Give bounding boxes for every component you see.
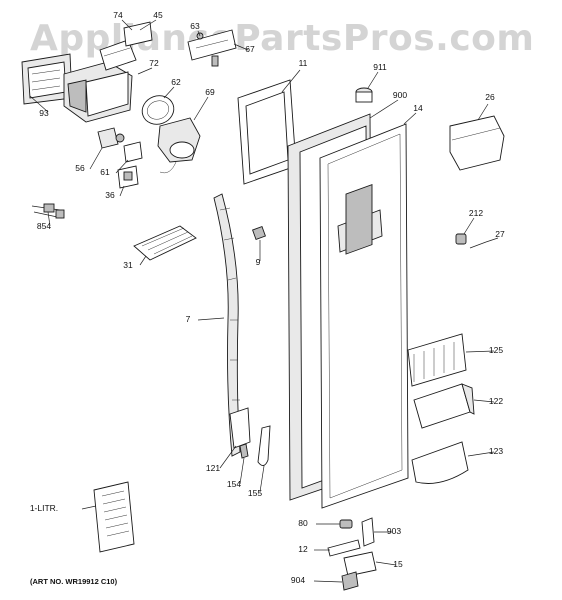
callout-label-123: 123 xyxy=(489,446,503,456)
callout-label-63: 63 xyxy=(190,21,200,31)
callout-label-900: 900 xyxy=(393,90,407,100)
callout-label-62: 62 xyxy=(171,77,181,87)
callout-labels: 74 45 63 67 72 62 69 93 56 61 36 854 31 11 911 900 14 26 2… xyxy=(30,10,505,585)
door-gasket-part xyxy=(319,123,409,509)
callout-label-45: 45 xyxy=(153,10,163,20)
solenoid-part xyxy=(157,117,201,174)
callout-label-854: 854 xyxy=(37,221,51,231)
callout-label-11: 11 xyxy=(299,58,308,68)
door-handle-part xyxy=(213,193,241,457)
callout-label-1-litr: 1-LITR. xyxy=(30,503,58,513)
door-rack-125-part xyxy=(407,333,467,387)
callout-label-56: 56 xyxy=(75,163,85,173)
cap-part xyxy=(355,87,373,103)
switch-parts xyxy=(97,127,143,189)
callout-label-61: 61 xyxy=(100,167,110,177)
handle-mount-parts xyxy=(229,407,271,466)
callout-label-36: 36 xyxy=(105,190,115,200)
callout-label-93: 93 xyxy=(39,108,49,118)
callout-label-31: 31 xyxy=(123,260,133,270)
handle-plug-part xyxy=(252,226,266,240)
callout-label-15: 15 xyxy=(393,559,403,569)
door-bin-123-part xyxy=(411,441,469,484)
callout-label-212: 212 xyxy=(469,208,483,218)
callout-label-122: 122 xyxy=(489,396,503,406)
callout-label-7: 7 xyxy=(186,314,191,324)
duct-door-ring-part xyxy=(141,95,175,125)
callout-label-154: 154 xyxy=(227,479,241,489)
art-number-text: (ART NO. WR19912 C10) xyxy=(30,577,118,586)
wire-harness-part xyxy=(31,203,65,219)
literature-booklet-part xyxy=(93,481,135,553)
callout-label-69: 69 xyxy=(205,87,215,97)
callout-label-155: 155 xyxy=(248,488,262,498)
callout-label-125: 125 xyxy=(489,345,503,355)
drip-tray-grille-part xyxy=(133,225,197,261)
callout-label-12: 12 xyxy=(298,544,308,554)
callout-label-26: 26 xyxy=(485,92,495,102)
callout-label-72: 72 xyxy=(149,58,159,68)
callout-label-911: 911 xyxy=(373,62,387,72)
callout-label-67: 67 xyxy=(245,44,255,54)
callout-label-27: 27 xyxy=(495,229,505,239)
bottom-parts xyxy=(327,517,377,591)
callout-label-904: 904 xyxy=(291,575,305,585)
callout-label-903: 903 xyxy=(387,526,401,536)
callout-label-9: 9 xyxy=(256,257,261,267)
door-bin-122-part xyxy=(413,383,475,429)
callout-label-14: 14 xyxy=(413,103,423,113)
auger-motor-assembly-part xyxy=(63,21,153,123)
dispenser-cover-frame-part xyxy=(237,79,297,185)
callout-label-74: 74 xyxy=(113,10,123,20)
dairy-cover-part xyxy=(449,115,505,171)
leader-lines xyxy=(29,19,499,583)
callout-label-80: 80 xyxy=(298,518,308,528)
callout-label-121: 121 xyxy=(206,463,220,473)
small-parts-212-27 xyxy=(455,233,487,249)
